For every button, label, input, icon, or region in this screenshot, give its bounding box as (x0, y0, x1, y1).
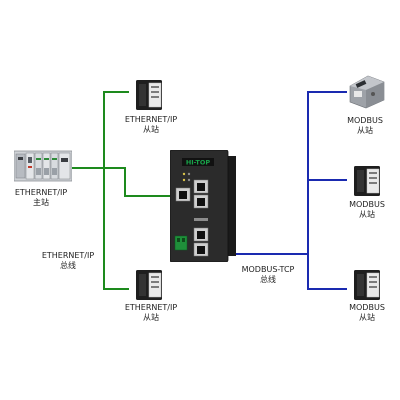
modbus-slave-2-label: MODBUS 从站 (342, 200, 392, 220)
modbus-slave-3-label: MODBUS 从站 (342, 303, 392, 323)
eip-slave-top-label: ETHERNET/IP 从站 (120, 115, 182, 135)
modbus-bus-line2: 总线 (260, 275, 276, 284)
eip-bus-line1: ETHERNET/IP (41, 251, 95, 260)
eip-slave-top-line1: ETHERNET/IP (124, 115, 178, 124)
modbus-bus-label: MODBUS-TCP 总线 (234, 265, 302, 285)
eip-bus-label: ETHERNET/IP 总线 (40, 251, 96, 271)
eip-slave-bottom-label: ETHERNET/IP 从站 (120, 303, 182, 323)
modbus-slave-2-line1: MODBUS (349, 200, 385, 209)
modbus-sensor-icon (346, 72, 386, 114)
master-label-line1: ETHERNET/IP (14, 188, 68, 197)
modbus-slave-1-label: MODBUS 从站 (340, 116, 390, 136)
io-module-icon (136, 270, 162, 304)
modbus-slave-3-line2: 从站 (359, 313, 375, 322)
eip-slave-bottom-line1: ETHERNET/IP (124, 303, 178, 312)
io-module-icon (354, 166, 380, 200)
gateway-device: HI-TOP (169, 149, 236, 266)
modbus-bus-line1: MODBUS-TCP (241, 265, 295, 274)
master-label-line2: 主站 (33, 198, 49, 207)
plc-rack-icon (13, 148, 73, 188)
master-label: ETHERNET/IP 主站 (14, 188, 68, 208)
eip-slave-top-line2: 从站 (143, 125, 159, 134)
io-module-icon (136, 80, 162, 114)
modbus-slave-2-line2: 从站 (359, 210, 375, 219)
modbus-slave-3-line1: MODBUS (349, 303, 385, 312)
eip-branch-gateway (103, 167, 173, 197)
eip-slave-bottom-line2: 从站 (143, 313, 159, 322)
modbus-slave-1-line2: 从站 (357, 126, 373, 135)
gateway-logo: HI-TOP (186, 159, 211, 167)
eip-bus-line2: 总线 (60, 261, 76, 270)
io-module-icon (354, 270, 380, 304)
modbus-slave-1-line1: MODBUS (347, 116, 383, 125)
